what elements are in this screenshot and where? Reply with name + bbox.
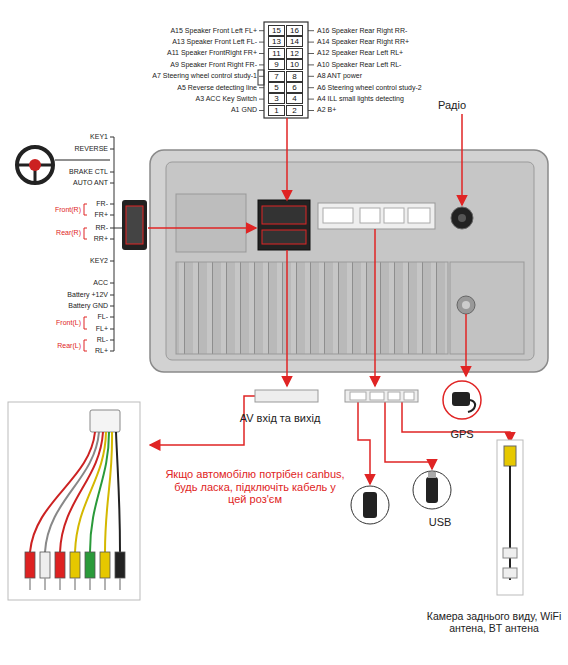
wire-label: A1 GND bbox=[231, 106, 257, 114]
wire-label: AUTO ANT bbox=[73, 179, 108, 187]
wire-label: A14 Speaker Rear Right RR+ bbox=[317, 38, 409, 46]
pin-cell: 4 bbox=[286, 93, 303, 104]
wire-label: A8 ANT power bbox=[317, 72, 362, 80]
pin-cell: 6 bbox=[286, 82, 303, 93]
wire-label: AV вхід та вихід bbox=[240, 412, 321, 425]
pin-cell: 1 bbox=[268, 105, 285, 116]
wire-label: USB bbox=[429, 516, 452, 529]
pin-number: 14 bbox=[290, 37, 299, 46]
pin-number: 4 bbox=[292, 94, 296, 103]
pin-cell: 12 bbox=[286, 48, 303, 59]
pin-cell: 13 bbox=[268, 36, 285, 47]
wire-label: A9 Speaker Front Right FR- bbox=[170, 61, 257, 69]
wire-label: FL- bbox=[98, 313, 109, 321]
pin-number: 12 bbox=[290, 49, 299, 58]
wire-label: FR- bbox=[96, 200, 108, 208]
pin-number: 6 bbox=[292, 83, 296, 92]
wire-label: RL- bbox=[97, 336, 108, 344]
pin-cell: 15 bbox=[268, 25, 285, 36]
pin-cell: 5 bbox=[268, 82, 285, 93]
pin-number: 2 bbox=[292, 106, 296, 115]
pin-cell: 9 bbox=[268, 59, 285, 70]
wire-label: A13 Speaker Front Left FL- bbox=[172, 38, 257, 46]
wire-label: ACC bbox=[93, 279, 108, 287]
wire-label: A16 Speaker Rear Right RR- bbox=[317, 27, 407, 35]
red-note-label: Якщо автомобілю потрібен canbus, будь ла… bbox=[164, 468, 346, 506]
wire-label: Камера заднього виду, WiFi антена, BT ан… bbox=[424, 610, 564, 634]
wire-label: REVERSE bbox=[75, 145, 108, 153]
pin-number: 16 bbox=[290, 26, 299, 35]
pin-number: 8 bbox=[292, 72, 296, 81]
pin-number: 7 bbox=[274, 72, 278, 81]
wire-label: RR- bbox=[96, 224, 108, 232]
red-note-label: Front(R) bbox=[55, 206, 81, 214]
wire-label: A10 Speaker Rear Left RL- bbox=[317, 61, 401, 69]
wire-label: A12 Speaker Rear Left RL+ bbox=[317, 49, 403, 57]
red-note-label: Rear(L) bbox=[57, 342, 81, 350]
pin-number: 13 bbox=[272, 37, 281, 46]
wire-label: A4 ILL small lights detecting bbox=[317, 95, 404, 103]
wire-label: A2 B+ bbox=[317, 106, 336, 114]
pin-cell: 8 bbox=[286, 71, 303, 82]
red-note-label: Front(L) bbox=[56, 319, 81, 327]
wire-label: Battery GND bbox=[68, 302, 108, 310]
pin-cell: 7 bbox=[268, 71, 285, 82]
red-note-label: Rear(R) bbox=[56, 229, 81, 237]
wire-label: KEY2 bbox=[90, 257, 108, 265]
pin-cell: 11 bbox=[268, 48, 285, 59]
wire-label: Battery +12V bbox=[67, 291, 108, 299]
wire-label: A15 Speaker Front Left FL+ bbox=[170, 27, 257, 35]
wire-label: RR+ bbox=[94, 235, 108, 243]
pin-number: 9 bbox=[274, 60, 278, 69]
pin-cell: 3 bbox=[268, 93, 285, 104]
pin-number: 5 bbox=[274, 83, 278, 92]
pin-cell: 14 bbox=[286, 36, 303, 47]
wire-label: A7 Steering wheel control study-1 bbox=[152, 72, 257, 80]
wire-label: A11 Speaker FrontRight FR+ bbox=[167, 49, 257, 57]
wire-label: FL+ bbox=[96, 325, 108, 333]
wire-label: RL+ bbox=[95, 347, 108, 355]
pin-number: 10 bbox=[290, 60, 299, 69]
pin-number: 3 bbox=[274, 94, 278, 103]
wire-label: BRAKE CTL bbox=[69, 168, 108, 176]
wire-label: FR+ bbox=[95, 211, 108, 219]
wire-label: GPS bbox=[450, 428, 473, 441]
wire-label: Радіо bbox=[438, 99, 466, 112]
pin-cell: 2 bbox=[286, 105, 303, 116]
pin-number: 1 bbox=[274, 106, 278, 115]
pin-number: 11 bbox=[272, 49, 280, 58]
pin-number: 15 bbox=[272, 26, 281, 35]
pin-cell: 16 bbox=[286, 25, 303, 36]
wire-label: KEY1 bbox=[90, 133, 108, 141]
pin-cell: 10 bbox=[286, 59, 303, 70]
wire-label: A5 Reverse detecting line bbox=[177, 84, 257, 92]
wire-label: A3 ACC Key Switch bbox=[196, 95, 257, 103]
wire-label: A6 Steering wheel control study-2 bbox=[317, 84, 422, 92]
